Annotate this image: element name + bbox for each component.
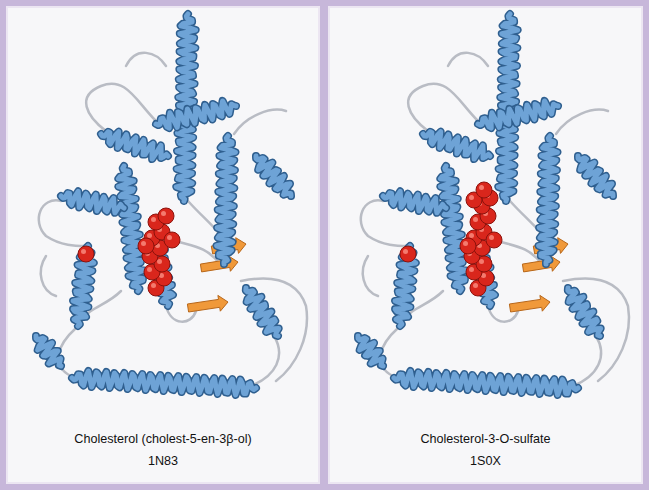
ligand-atom (158, 208, 174, 224)
helix-outline (73, 246, 94, 326)
alpha-helix (423, 132, 490, 159)
atom-highlight (81, 249, 86, 254)
beta-strand (509, 295, 550, 312)
alpha-helix (72, 371, 256, 395)
loop (448, 53, 488, 66)
alpha-helix (101, 132, 168, 159)
atom-highlight (473, 283, 478, 288)
loop (563, 279, 629, 381)
alpha-helix (478, 101, 558, 128)
atom-highlight (403, 249, 408, 254)
alpha-helix (61, 191, 124, 213)
loop (363, 256, 378, 296)
helix-outline (358, 336, 383, 366)
ligand-atom (164, 232, 180, 248)
loop (234, 110, 286, 134)
helix-outline (578, 156, 613, 196)
ligand-name: Cholesterol (cholest-5-en-3β-ol) (6, 432, 320, 446)
helix-outline (246, 288, 279, 336)
alpha-helix (256, 156, 291, 196)
alpha-helix (118, 166, 143, 291)
atom-highlight (479, 185, 484, 190)
atom-highlight (141, 241, 146, 246)
atom-highlight (147, 267, 152, 272)
ligand-atom (138, 238, 154, 254)
protein-ribbon (328, 6, 643, 484)
alpha-helix (578, 156, 613, 196)
alpha-helix (395, 246, 416, 326)
loop (251, 336, 279, 386)
atom-highlight (151, 283, 156, 288)
ligand-atom (400, 246, 416, 262)
structure-panel: Cholesterol (cholest-5-en-3β-ol) 1N83 (6, 6, 320, 484)
ligand-atom (486, 232, 502, 248)
alpha-helix (539, 136, 558, 264)
alpha-helix (217, 136, 236, 264)
pdb-id: 1S0X (328, 454, 643, 468)
helix-outline (156, 101, 236, 128)
atom-highlight (479, 259, 484, 264)
atom-highlight (473, 217, 478, 222)
atom-highlight (147, 233, 152, 238)
loop (126, 53, 166, 66)
helix-outline (423, 132, 490, 159)
helix-outline (256, 156, 291, 196)
helix-outline (383, 191, 446, 213)
atom-highlight (489, 235, 494, 240)
helix-outline (478, 101, 558, 128)
ligand-atom (78, 246, 94, 262)
loop (408, 84, 478, 131)
ligand-atom (476, 182, 492, 198)
atom-highlight (469, 267, 474, 272)
protein-ribbon (6, 6, 320, 484)
alpha-helix (358, 336, 383, 366)
helix-outline (101, 132, 168, 159)
helix-outline (118, 166, 143, 291)
helix-outline (395, 246, 416, 326)
atom-highlight (469, 233, 474, 238)
beta-strand (187, 295, 228, 312)
loop (41, 256, 56, 296)
ligand-name: Cholesterol-3-O-sulfate (328, 432, 643, 446)
atom-highlight (151, 217, 156, 222)
helix-outline (61, 191, 124, 213)
helix-outline (394, 371, 578, 395)
alpha-helix (36, 336, 61, 366)
helix-outline (539, 136, 558, 264)
alpha-helix (568, 288, 601, 336)
alpha-helix (383, 191, 446, 213)
helix-outline (440, 166, 465, 291)
atom-highlight (167, 235, 172, 240)
atom-highlight (463, 241, 468, 246)
structure-panel: Cholesterol-3-O-sulfate 1S0X (328, 6, 643, 484)
helix-outline (217, 136, 236, 264)
alpha-helix (73, 246, 94, 326)
alpha-helix (156, 101, 236, 128)
helix-outline (72, 371, 256, 395)
loop (241, 279, 307, 381)
helix-outline (568, 288, 601, 336)
atom-highlight (161, 211, 166, 216)
helix-outline (36, 336, 61, 366)
atom-highlight (157, 259, 162, 264)
loop (86, 84, 156, 131)
loop (556, 110, 608, 134)
alpha-helix (246, 288, 279, 336)
atom-highlight (469, 195, 474, 200)
loop (573, 336, 601, 386)
ligand-atom (460, 238, 476, 254)
pdb-id: 1N83 (6, 454, 320, 468)
alpha-helix (394, 371, 578, 395)
alpha-helix (440, 166, 465, 291)
